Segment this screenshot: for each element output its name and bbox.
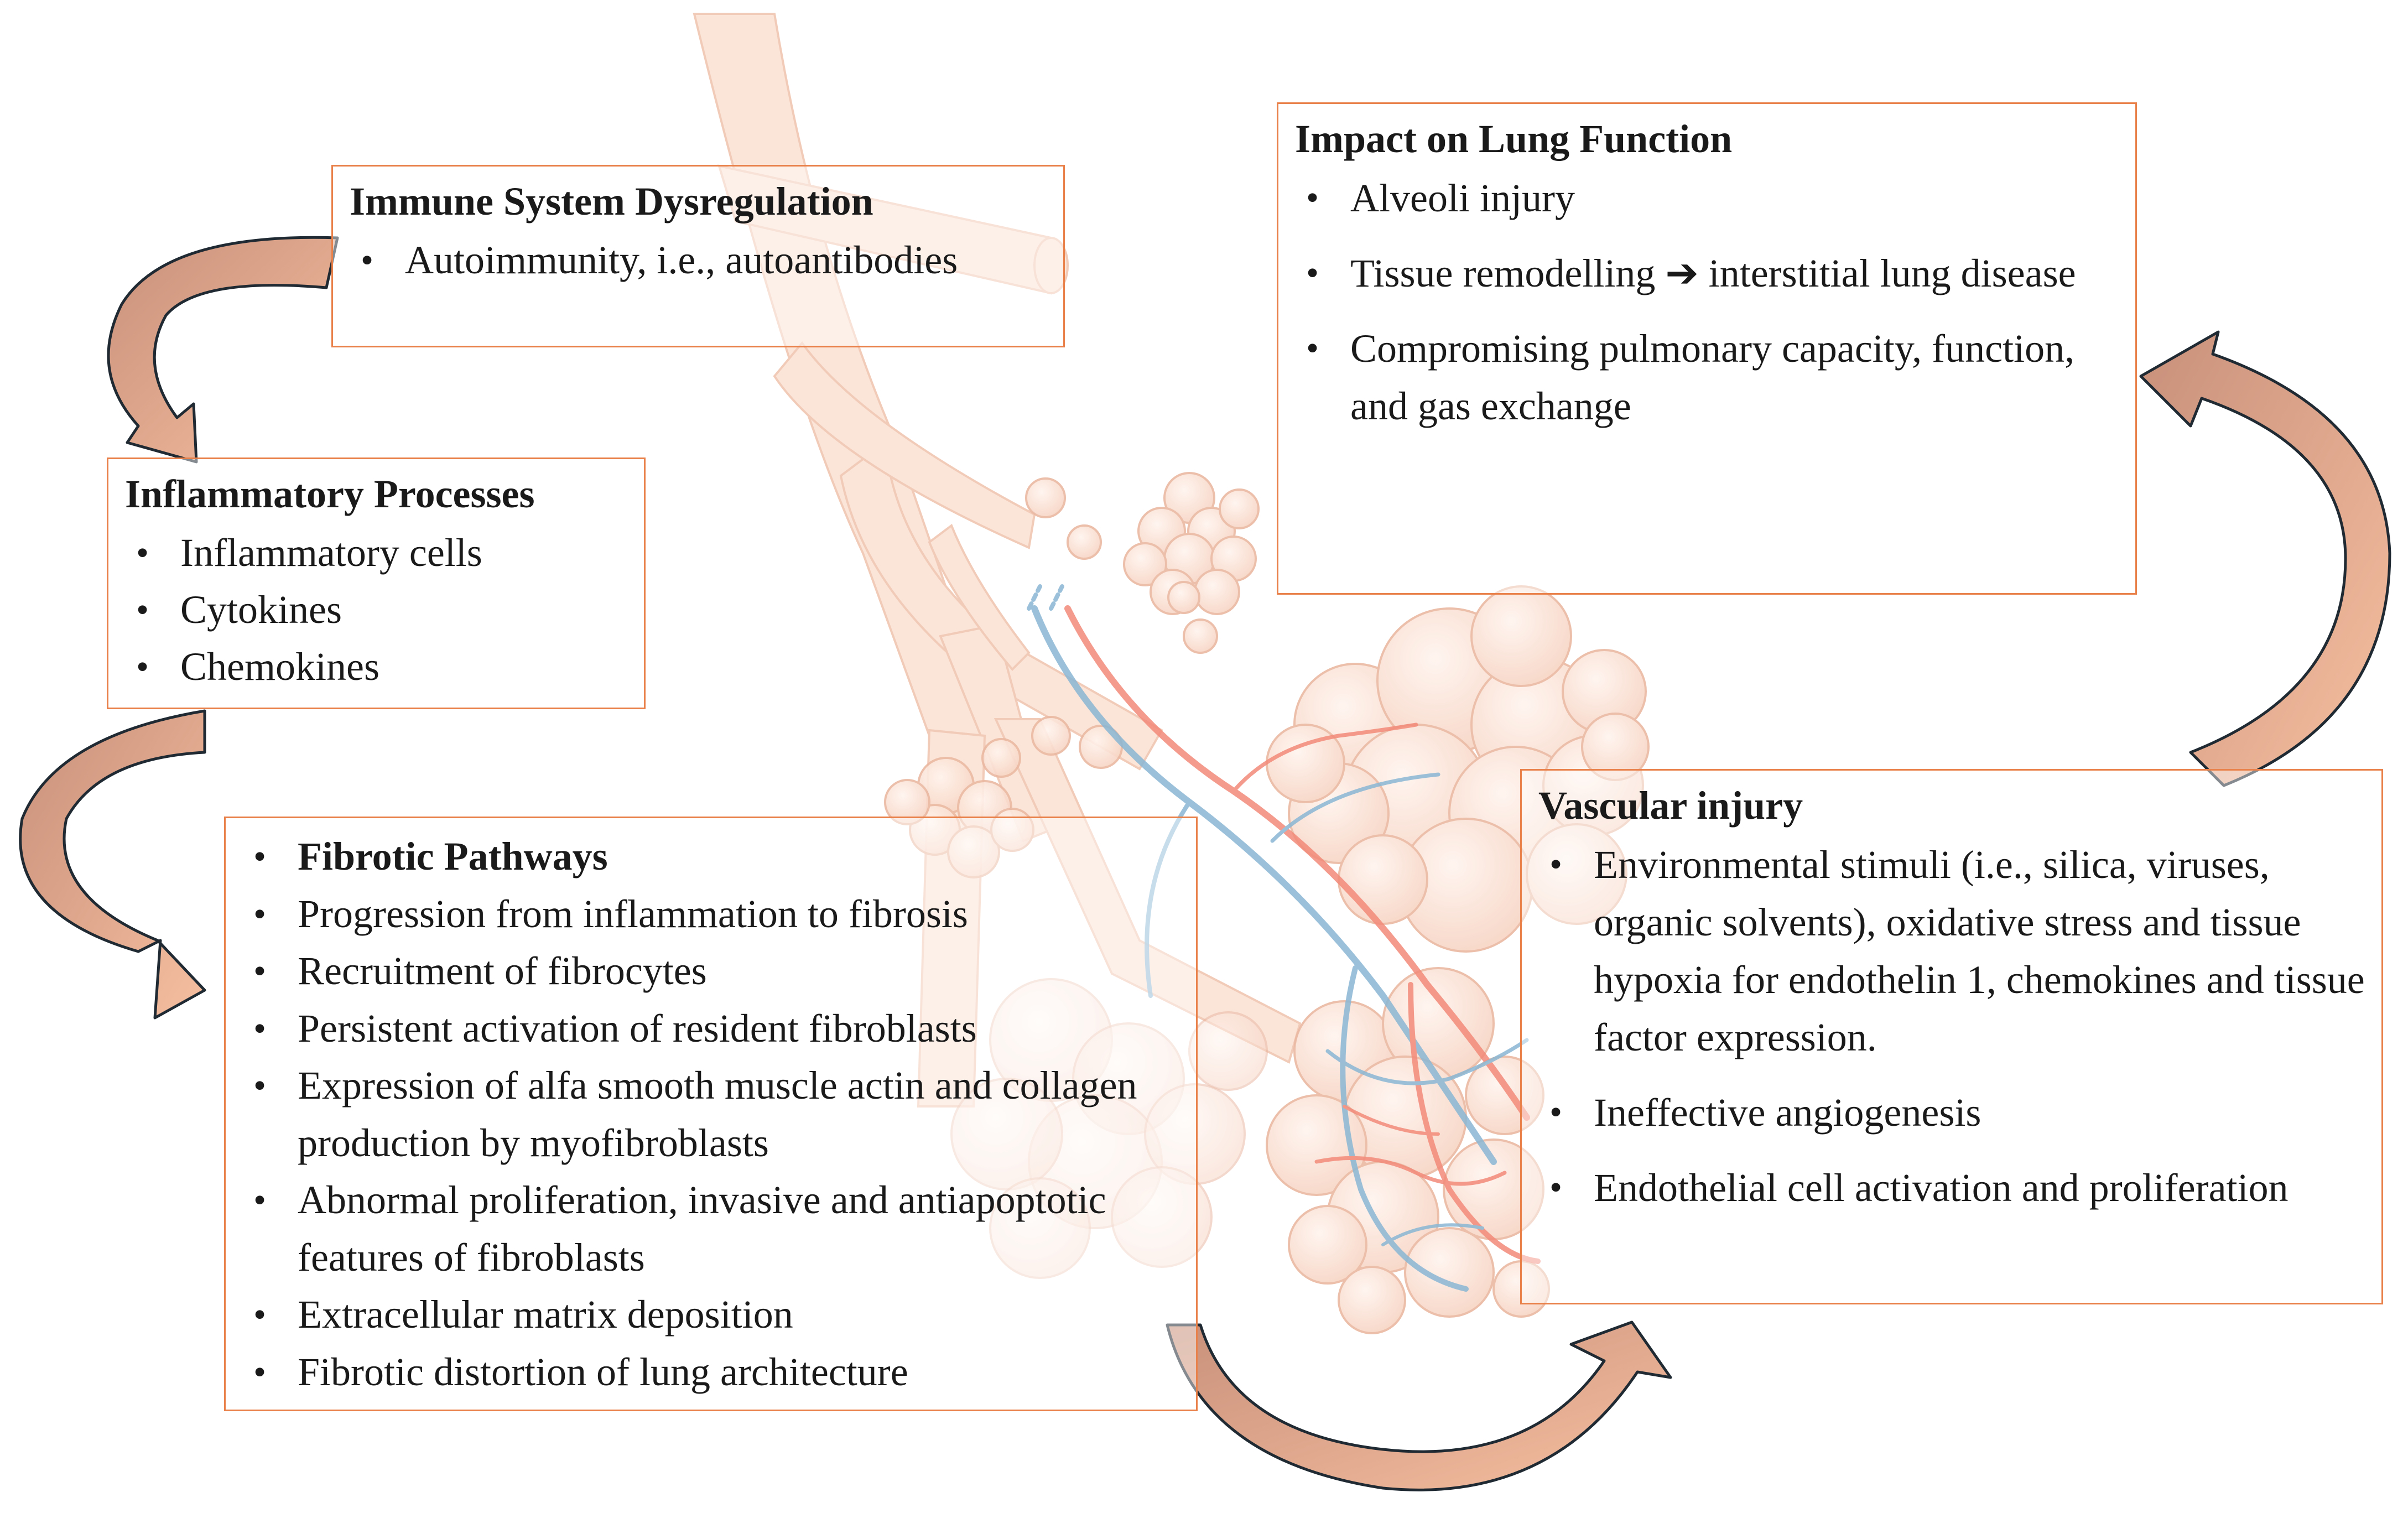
list-item: Fibrotic distortion of lung architecture	[242, 1344, 1179, 1401]
list-item: Endothelial cell activation and prolifer…	[1538, 1159, 2365, 1216]
vascular-box-title: Vascular injury	[1538, 783, 1803, 828]
arrow-inflammatory-to-fibrotic	[19, 709, 206, 1020]
immune-box-list: Autoimmunity, i.e., autoantibodies	[350, 232, 1047, 289]
airway-tree	[693, 13, 1302, 1108]
list-item: Recruitment of fibrocytes	[242, 943, 1179, 1000]
fibrotic-box-list: Fibrotic Pathways Progression from infla…	[242, 828, 1179, 1401]
fibrotic-pathways-box: Fibrotic Pathways Progression from infla…	[224, 817, 1198, 1411]
list-item: Progression from inflammation to fibrosi…	[242, 886, 1179, 943]
arrow-vascular-to-impact	[2139, 330, 2391, 787]
impact-box-list: Alveoli injury Tissue remodelling ➔ inte…	[1295, 169, 2119, 435]
inflammatory-processes-box: Inflammatory Processes Inflammatory cell…	[107, 457, 646, 709]
fibrotic-title-text: Fibrotic Pathways	[298, 834, 608, 878]
inflammatory-box-list: Inflammatory cells Cytokines Chemokines	[125, 524, 627, 695]
list-item: Extracellular matrix deposition	[242, 1286, 1179, 1344]
list-item: Autoimmunity, i.e., autoantibodies	[350, 232, 1047, 289]
list-item: Ineffective angiogenesis	[1538, 1084, 2365, 1141]
list-item: Expression of alfa smooth muscle actin a…	[242, 1057, 1179, 1172]
vascular-injury-box: Vascular injury Environmental stimuli (i…	[1520, 769, 2383, 1304]
arrow-fibrotic-to-vascular	[1166, 1320, 1672, 1491]
list-item: Compromising pulmonary capacity, functio…	[1295, 320, 2119, 435]
list-item: Abnormal proliferation, invasive and ant…	[242, 1172, 1179, 1286]
list-item: Inflammatory cells	[125, 524, 627, 581]
list-item: Environmental stimuli (i.e., silica, vir…	[1538, 836, 2365, 1066]
immune-dysregulation-box: Immune System Dysregulation Autoimmunity…	[331, 165, 1065, 347]
flow-arrows	[19, 236, 2391, 1491]
list-item: Alveoli injury	[1295, 169, 2119, 227]
vascular-box-list: Environmental stimuli (i.e., silica, vir…	[1538, 836, 2365, 1216]
list-item: Tissue remodelling ➔ interstitial lung d…	[1295, 245, 2119, 302]
inflammatory-box-title: Inflammatory Processes	[125, 472, 535, 516]
immune-box-title: Immune System Dysregulation	[350, 179, 873, 223]
list-item: Chemokines	[125, 638, 627, 695]
fibrotic-box-title: Fibrotic Pathways	[242, 828, 1179, 886]
list-item: Cytokines	[125, 581, 627, 638]
impact-box-title: Impact on Lung Function	[1295, 117, 1733, 161]
list-item: Persistent activation of resident fibrob…	[242, 1000, 1179, 1058]
arrow-immune-to-inflammatory	[107, 236, 339, 464]
lung-function-impact-box: Impact on Lung Function Alveoli injury T…	[1277, 102, 2137, 595]
